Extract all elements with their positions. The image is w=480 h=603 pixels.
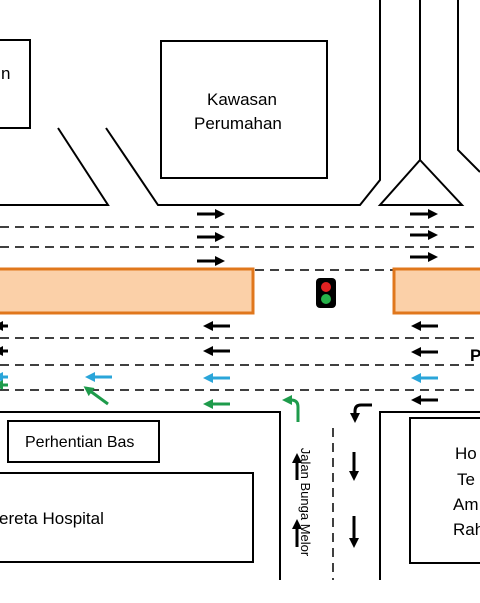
right-building	[409, 417, 480, 564]
road-edge	[379, 411, 480, 580]
turn-arrow-icon	[350, 403, 372, 423]
right-building-label-line4: Rah	[453, 520, 480, 539]
right-building-label-line3: Am	[453, 495, 479, 514]
eastbound-arrows	[197, 209, 438, 266]
road-edge	[0, 127, 110, 206]
bus-stop-building	[7, 420, 160, 463]
road-edge	[457, 0, 480, 173]
green-left-turn-arrows	[0, 380, 300, 422]
bus-stop-label: Perhentian Bas	[25, 434, 135, 451]
top-road-edges	[0, 0, 480, 206]
median-left	[0, 267, 255, 315]
housing-area-label-line2: Perumahan	[194, 114, 282, 133]
hospital-parking-label: ereta Hospital	[0, 509, 104, 528]
housing-area-building	[160, 40, 328, 179]
right-edge-label: P	[470, 346, 480, 365]
westbound-lane-lines	[0, 337, 480, 391]
westbound-arrows	[0, 321, 438, 405]
housing-area-label-line1: Kawasan	[207, 90, 277, 109]
arrow-icon	[83, 386, 109, 406]
road-edge	[105, 0, 381, 206]
median-right	[392, 267, 480, 315]
right-building-label-line2: Te	[457, 470, 475, 489]
road-edge	[0, 411, 281, 580]
hospital-parking-building	[0, 472, 254, 563]
side-road-label: Jalan Bunga Melor	[298, 447, 314, 557]
turn-arrow-icon	[282, 395, 300, 422]
cyan-turn-lane-arrows	[0, 372, 438, 383]
top-left-building-label: n	[1, 64, 11, 83]
bottom-road-edges	[0, 411, 480, 580]
building-top-left	[0, 39, 31, 129]
traffic-light-icon	[316, 278, 336, 308]
side-road-arrows	[292, 403, 372, 548]
road-edge	[377, 0, 465, 206]
right-building-label-line1: Ho	[455, 444, 477, 463]
eastbound-lane-lines	[0, 226, 480, 271]
